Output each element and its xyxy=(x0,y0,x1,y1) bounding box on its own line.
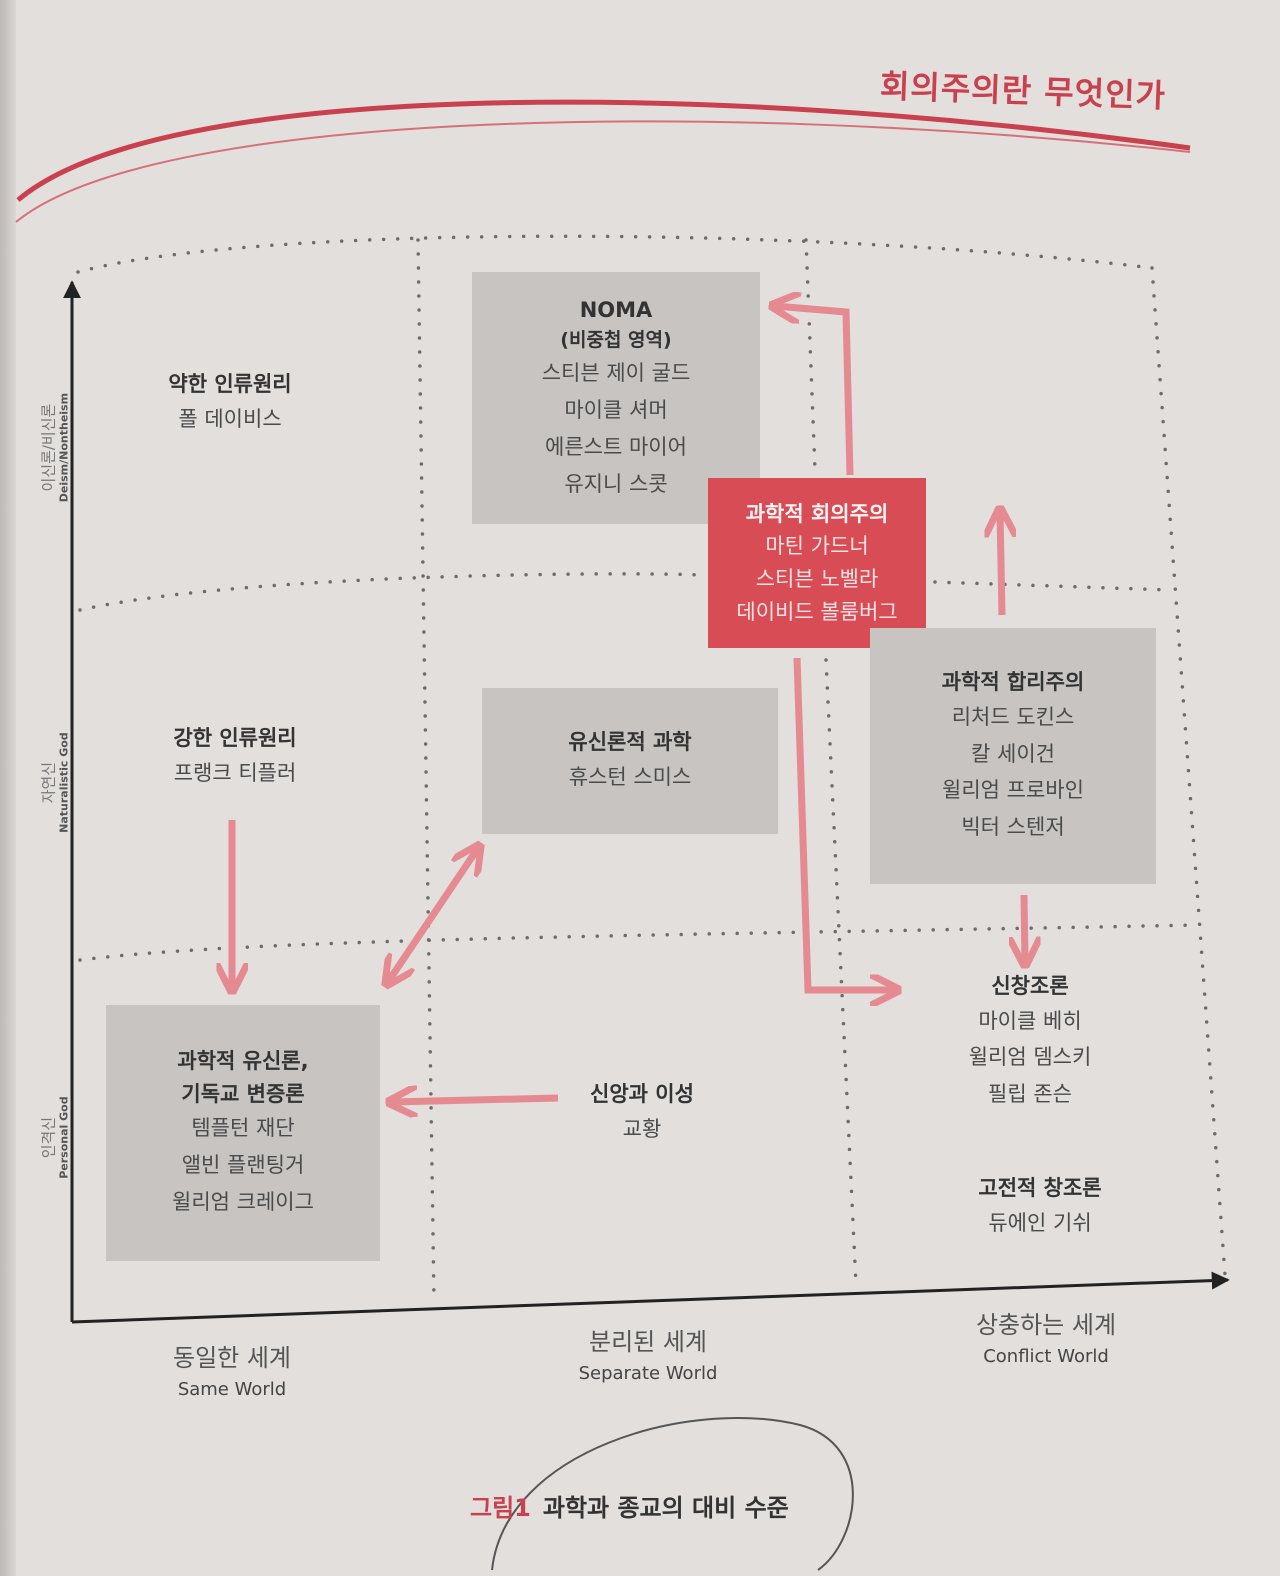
node-item: 템플턴 재단 xyxy=(191,1116,295,1141)
x-label-conflict-world-en: Conflict World xyxy=(983,1346,1109,1367)
node-subtitle: (비중첩 영역) xyxy=(560,329,672,352)
node-title: 유신론적 과학 xyxy=(568,730,692,755)
grid-top xyxy=(76,234,1154,274)
x-label-separate-world-en: Separate World xyxy=(578,1363,718,1384)
grid-right xyxy=(1150,266,1227,1277)
figure-number: 그림1 xyxy=(470,1494,531,1522)
node-item: 마틴 가드너 xyxy=(765,534,869,559)
x-label-same-world-ko: 동일한 세계 xyxy=(172,1344,292,1372)
x-axis-line xyxy=(71,1271,1230,1324)
node-item: 빅터 스텐저 xyxy=(961,815,1065,840)
node-title: 약한 인류원리 xyxy=(168,372,292,396)
x-label-conflict-world: 상충하는 세계 Conflict World xyxy=(926,1305,1166,1367)
node-item: 윌리엄 프로바인 xyxy=(942,778,1084,803)
node-item: 에른스트 마이어 xyxy=(545,434,687,459)
caption-pen-circle xyxy=(491,1417,854,1571)
node-scientific-rationalism: 과학적 합리주의 리처드 도킨스 칼 세이건 윌리엄 프로바인 빅터 스텐저 xyxy=(870,628,1156,884)
arrow-theism-theistic-science xyxy=(388,848,478,982)
x-label-separate-world: 분리된 세계 Separate World xyxy=(528,1322,768,1384)
node-title: 고전적 창조론 xyxy=(978,1176,1102,1200)
node-item: 윌리엄 크레이그 xyxy=(172,1189,314,1214)
y-label-naturalistic-ko: 자연신 xyxy=(39,761,58,804)
x-label-conflict-world-ko: 상충하는 세계 xyxy=(975,1311,1117,1339)
node-title: 과학적 합리주의 xyxy=(941,670,1085,695)
node-title: NOMA xyxy=(579,297,653,322)
node-classic-creationism: 고전적 창조론 듀에인 기쉬 xyxy=(940,1172,1140,1241)
y-label-personal-en: Personal God xyxy=(57,1096,71,1179)
node-scientific-skepticism: 과학적 회의주의 마틴 가드너 스티븐 노벨라 데이비드 볼룸버그 xyxy=(708,478,926,648)
grid-h1 xyxy=(78,572,702,612)
node-item: 스티븐 노벨라 xyxy=(755,567,879,591)
node-item: 유지니 스콧 xyxy=(564,471,668,496)
page-edge xyxy=(0,0,16,1576)
node-title: 강한 인류원리 xyxy=(173,726,297,750)
node-title-line-2: 기독교 변증론 xyxy=(181,1081,305,1106)
figure-caption: 그림1 과학과 종교의 대비 수준 xyxy=(470,1488,789,1523)
grid-v1 xyxy=(416,238,436,1302)
arrow-skepticism-to-creationism xyxy=(793,657,895,990)
node-title: 신창조론 xyxy=(991,974,1069,998)
node-title-line-1: 과학적 유신론, xyxy=(177,1049,309,1074)
figure-caption-text: 과학과 종교의 대비 수준 xyxy=(542,1494,789,1522)
x-label-same-world: 동일한 세계 Same World xyxy=(112,1338,352,1400)
grid-h1b xyxy=(933,580,1172,592)
node-strong-anthropic: 강한 인류원리 프랭크 티플러 xyxy=(130,722,340,791)
y-label-naturalistic-en: Naturalistic God xyxy=(57,732,71,833)
arrow-faith-to-theism xyxy=(392,1098,559,1102)
node-theistic-science: 유신론적 과학 휴스턴 스미스 xyxy=(482,688,778,834)
node-item: 앨빈 플랜팅거 xyxy=(181,1153,305,1178)
grid-v2b xyxy=(824,658,858,1287)
y-label-personal: 인격신 Personal God xyxy=(39,1048,70,1228)
y-label-personal-ko: 인격신 xyxy=(39,1116,58,1159)
node-item: 데이비드 볼룸버그 xyxy=(736,599,898,624)
node-item: 마이클 베히 xyxy=(978,1008,1082,1033)
node-new-creationism: 신창조론 마이클 베히 윌리엄 뎀스키 필립 존슨 xyxy=(930,970,1130,1113)
x-label-same-world-en: Same World xyxy=(177,1379,287,1400)
node-item: 듀에인 기쉬 xyxy=(988,1210,1092,1235)
node-faith-reason: 신앙과 이성 교황 xyxy=(552,1078,732,1147)
node-weak-anthropic: 약한 인류원리 폴 데이비스 xyxy=(130,368,330,437)
arrow-rationalism-down xyxy=(1024,894,1025,962)
node-item: 필립 존슨 xyxy=(988,1082,1072,1107)
node-item: 스티븐 제이 굴드 xyxy=(541,361,691,386)
arrow-rationalism-up xyxy=(1000,512,1002,616)
arrow-skepticism-to-noma xyxy=(775,306,854,476)
y-label-deism-en: Deism/Nontheism xyxy=(57,392,71,503)
header-rule xyxy=(16,99,1191,202)
node-item: 칼 세이건 xyxy=(971,741,1055,766)
y-label-naturalistic: 자연신 Naturalistic God xyxy=(39,693,70,873)
grid-v2 xyxy=(804,238,817,472)
node-item: 휴스턴 스미스 xyxy=(568,764,692,789)
y-label-deism: 이신론/비신론 Deism/Nontheism xyxy=(39,358,70,538)
node-title: 과학적 회의주의 xyxy=(745,501,889,526)
node-item: 리처드 도킨스 xyxy=(951,704,1075,729)
node-item: 마이클 셔머 xyxy=(564,398,668,423)
header-rule-thin xyxy=(15,120,1191,223)
node-item: 폴 데이비스 xyxy=(178,406,282,431)
y-label-deism-ko: 이신론/비신론 xyxy=(39,403,58,492)
node-scientific-theism: 과학적 유신론, 기독교 변증론 템플턴 재단 앨빈 플랜팅거 윌리엄 크레이그 xyxy=(106,1005,380,1261)
node-item: 교황 xyxy=(622,1116,662,1141)
x-label-separate-world-ko: 분리된 세계 xyxy=(588,1328,708,1356)
node-item: 프랭크 티플러 xyxy=(173,760,297,785)
node-title: 신앙과 이성 xyxy=(590,1082,694,1106)
node-item: 윌리엄 뎀스키 xyxy=(968,1045,1092,1070)
